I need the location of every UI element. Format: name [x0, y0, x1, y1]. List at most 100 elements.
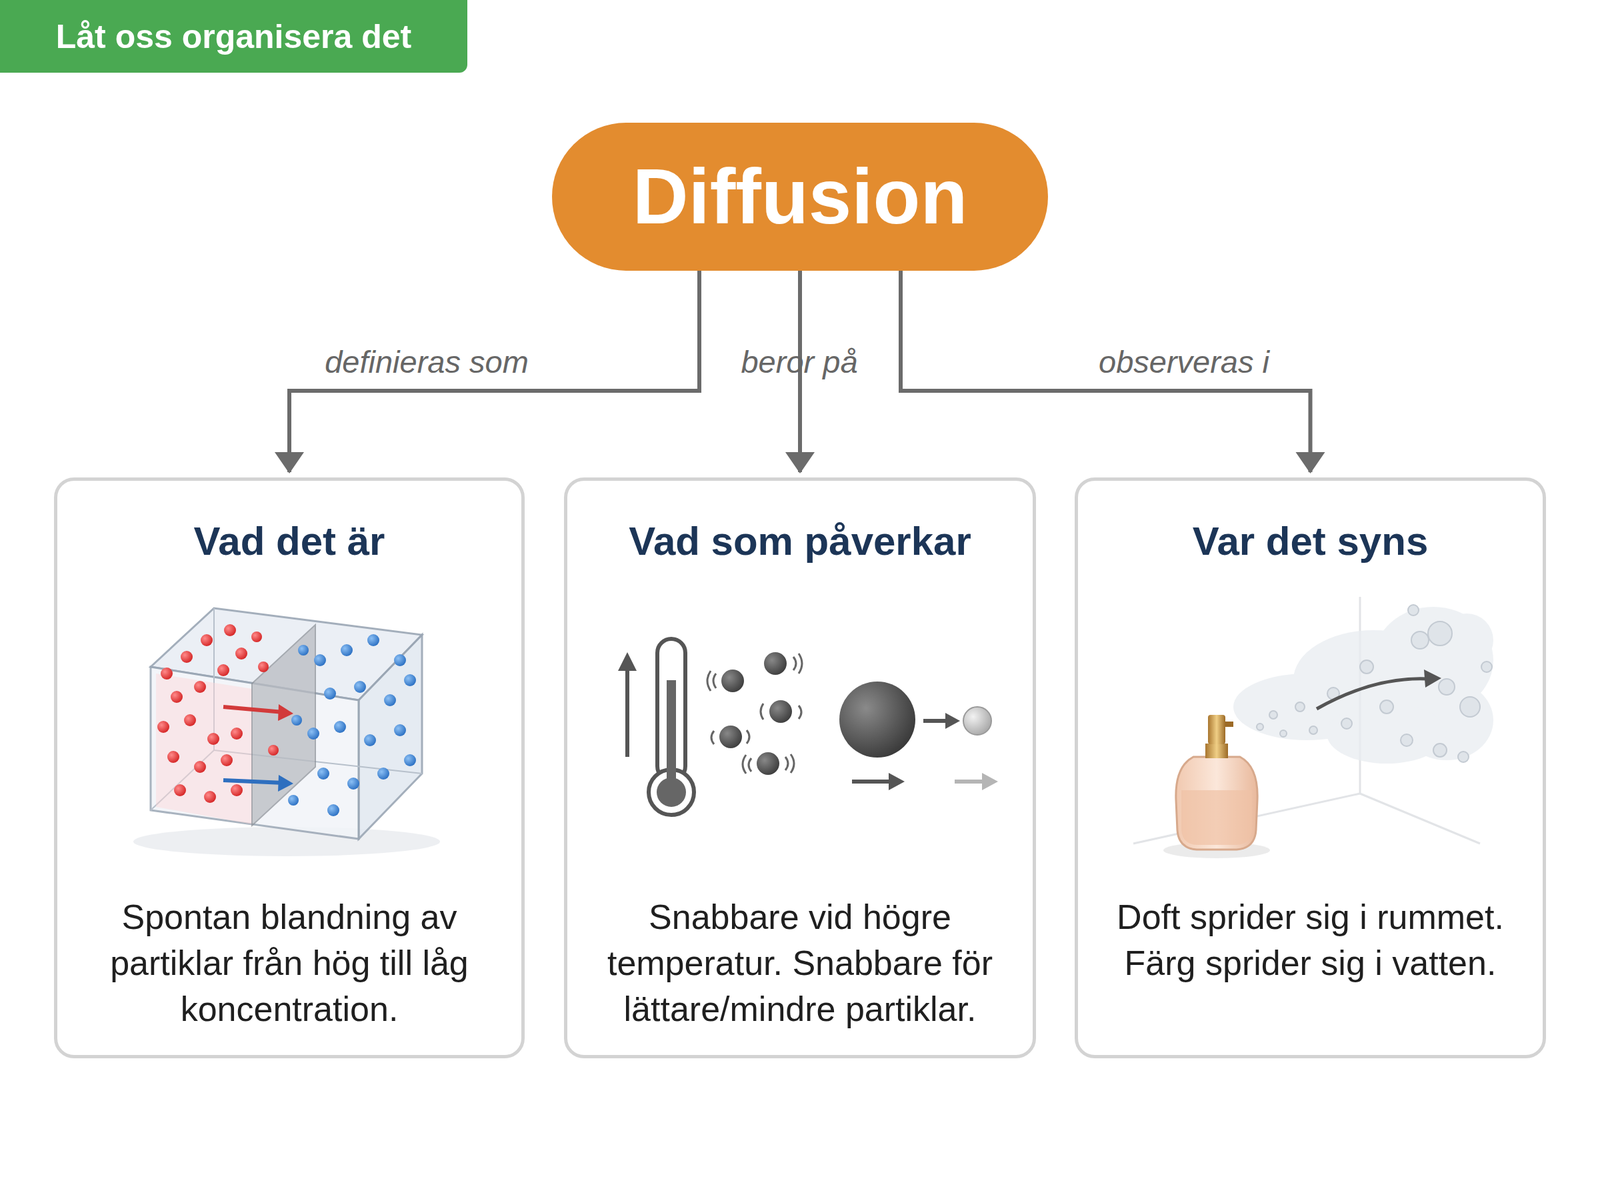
connector-arrow	[900, 270, 1311, 472]
diffusion-box-illustration-part	[214, 750, 422, 774]
perfume-illustration-part-part	[1326, 703, 1447, 764]
perfume-illustration-part-part	[1400, 734, 1413, 746]
factor-illustration-part	[625, 666, 630, 757]
diffusion-box-illustration-part-part	[251, 631, 262, 642]
header-tag-text: Låt oss organisera det	[56, 16, 412, 57]
perfume-illustration-part-part	[1373, 606, 1494, 714]
diffusion-box-illustration	[133, 608, 440, 856]
diffusion-box-illustration-part-part	[404, 754, 416, 766]
perfume-illustration-part-part	[1233, 673, 1380, 740]
factor-illustration-part	[721, 669, 744, 692]
factor-illustration-part-part	[790, 754, 794, 773]
edge-label: definieras som	[324, 343, 529, 381]
diffusion-box-illustration-part	[150, 750, 214, 810]
factor-illustration-part	[618, 652, 637, 671]
factor-illustration-part	[954, 779, 984, 784]
diffusion-box-illustration-part	[278, 704, 294, 721]
perfume-illustration-part-part	[1428, 621, 1452, 646]
perfume-illustration-part	[1133, 793, 1360, 844]
factor-illustration-part	[707, 653, 802, 774]
perfume-illustration-part	[1316, 678, 1427, 709]
factor-illustration-part	[648, 769, 694, 815]
diffusion-box-illustration-part-part	[394, 724, 406, 736]
info-card: Vad som påverkarSnabbare vid högre tempe…	[564, 477, 1036, 1058]
perfume-illustration-part	[1233, 606, 1494, 764]
edge-label: observeras i	[1098, 343, 1270, 381]
diffusion-box-illustration-part-part	[354, 680, 366, 693]
diffusion-box-illustration-part	[157, 624, 279, 803]
diffusion-box-illustration-part-part	[204, 790, 216, 803]
perfume-illustration-part	[1359, 596, 1362, 794]
factor-illustration-part	[852, 779, 890, 784]
diffusion-box-illustration-part	[358, 634, 422, 839]
perfume-illustration-part-part	[1440, 613, 1494, 667]
factor-illustration-part-part	[742, 754, 746, 774]
card-heading: Var det syns	[1084, 517, 1536, 566]
diffusion-box-illustration-part	[288, 634, 416, 816]
diffusion-box-illustration-part-part	[207, 732, 220, 745]
diffusion-box-illustration-part-part	[217, 664, 230, 676]
diffusion-box-illustration-part-part	[200, 634, 213, 646]
diffusion-box-illustration-part-part	[307, 727, 320, 740]
diffusion-box-illustration-part-part	[384, 694, 396, 706]
diffusion-box-illustration-part	[223, 780, 284, 783]
factor-illustration-part-part	[748, 758, 752, 772]
diffusion-box-illustration-part-part	[184, 714, 196, 726]
diffusion-box-illustration-part-part	[224, 624, 236, 636]
diffusion-box-illustration-part-part	[327, 804, 340, 816]
factor-illustration-part	[982, 772, 998, 790]
diffusion-box-illustration-part-part	[291, 714, 302, 726]
diffusion-box-illustration-part-part	[288, 794, 299, 806]
perfume-illustration-part-part	[1433, 743, 1447, 757]
diffusion-box-illustration-part-part	[230, 727, 243, 740]
factor-illustration-part-part	[785, 756, 788, 770]
factor-illustration-part-part	[711, 730, 714, 744]
card-body: Doft sprider sig i rummet. Färg sprider …	[1098, 894, 1523, 986]
diffusion-box-illustration-part-part	[157, 720, 170, 733]
factor-illustration-part	[657, 638, 686, 780]
diffusion-box-illustration-part	[150, 608, 422, 700]
perfume-illustration-part-part	[1460, 696, 1480, 717]
factor-illustration-part-part	[713, 673, 716, 688]
perfume-illustration-part	[1163, 842, 1270, 858]
diffusion-box-illustration-part	[252, 624, 316, 826]
perfume-illustration-part	[1205, 743, 1228, 758]
factor-illustration-part	[666, 680, 676, 787]
perfume-illustration-part-part	[1400, 680, 1494, 760]
diffusion-box-illustration-part-part	[394, 654, 406, 666]
diffusion-box-illustration-part-part	[324, 687, 336, 700]
perfume-illustration-part-part	[1341, 718, 1352, 729]
perfume-illustration-part	[1360, 793, 1480, 844]
factor-illustration-part-part	[707, 670, 711, 691]
card-body: Spontan blandning av partiklar från hög …	[77, 894, 502, 1032]
perfume-illustration-part-part	[1269, 710, 1278, 719]
card-body: Snabbare vid högre temperatur. Snabbare …	[587, 894, 1013, 1032]
info-card: Var det synsDoft sprider sig i rummet. F…	[1074, 477, 1546, 1058]
perfume-illustration-part-part	[1293, 630, 1454, 730]
perfume-illustration-part-part	[1411, 631, 1429, 649]
diffusion-box-illustration-part-part	[258, 661, 269, 672]
perfume-illustration-part	[1208, 714, 1226, 744]
diffusion-box-illustration-part	[278, 774, 294, 792]
perfume-illustration-part-part	[1295, 702, 1305, 712]
diffusion-box-illustration-part-part	[364, 734, 376, 746]
factor-illustration-part	[923, 718, 947, 723]
diffusion-box-illustration-part	[133, 826, 440, 856]
perfume-illustration-part-part	[1481, 661, 1492, 672]
perfume-illustration-part	[1256, 604, 1492, 762]
diffusion-box-illustration-part-part	[194, 760, 206, 773]
diffusion-box-illustration-part-part	[367, 634, 380, 646]
factor-illustration-part-part	[793, 656, 796, 670]
factor-illustration-part	[888, 772, 905, 790]
topic-pill-text: Diffusion	[632, 153, 968, 240]
factor-illustration-part	[764, 652, 787, 675]
diffusion-box-illustration-part-part	[404, 674, 416, 686]
perfume-illustration-part-part	[1458, 751, 1469, 762]
diffusion-box-illustration-part-part	[235, 647, 248, 660]
factor-illustration-part	[945, 712, 960, 729]
factor-illustration-part	[963, 706, 992, 735]
factor-illustration-part-part	[746, 730, 750, 744]
card-heading: Vad det är	[64, 517, 515, 566]
perfume-illustration-part-part	[1309, 726, 1318, 734]
perfume-illustration-part-part	[1438, 678, 1455, 695]
